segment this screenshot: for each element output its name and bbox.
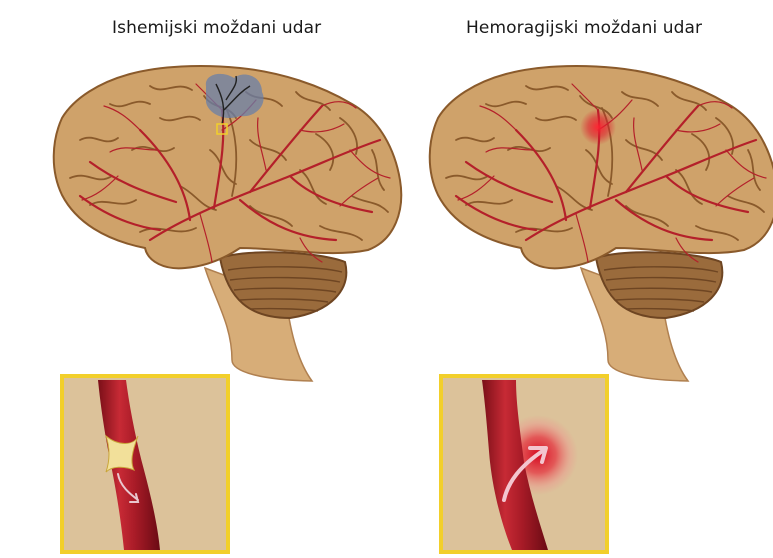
ischemic-zone — [206, 74, 264, 118]
hemorrhagic-brain-illustration — [430, 66, 773, 381]
hemorrhagic-inset — [441, 376, 607, 552]
ischemic-inset — [62, 376, 228, 552]
bleed-icon — [580, 109, 616, 145]
ischemic-brain-illustration — [54, 66, 402, 381]
